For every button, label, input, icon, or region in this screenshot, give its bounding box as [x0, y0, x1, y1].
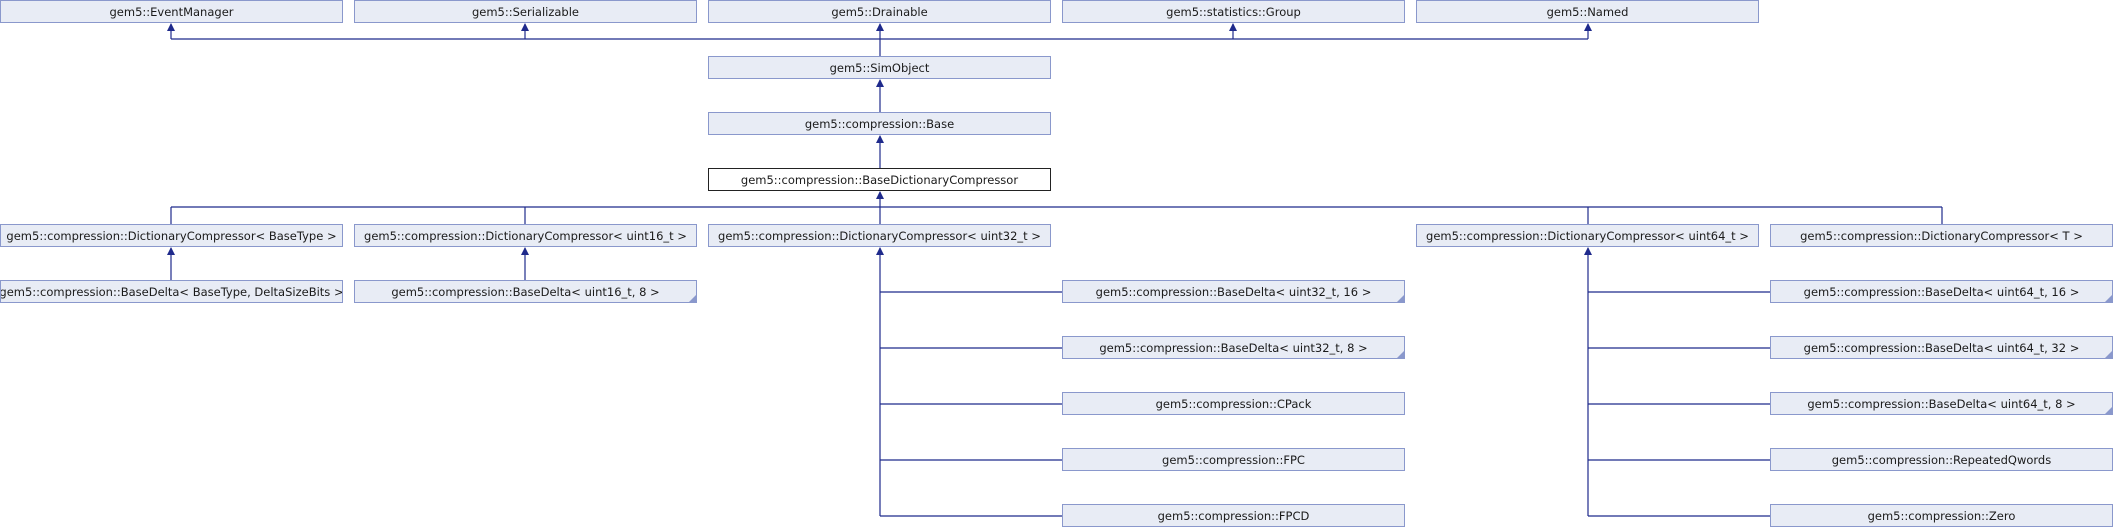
- named-node[interactable]: gem5::Named: [1416, 0, 1759, 23]
- base-dictionary-compressor-node: gem5::compression::BaseDictionaryCompres…: [708, 168, 1051, 191]
- dictionary-compressor-uint16-node[interactable]: gem5::compression::DictionaryCompressor<…: [354, 224, 697, 247]
- basedelta-uint32-8-node[interactable]: gem5::compression::BaseDelta< uint32_t, …: [1062, 336, 1405, 359]
- zero-node[interactable]: gem5::compression::Zero: [1770, 504, 2113, 527]
- basedelta-uint32-16-node[interactable]: gem5::compression::BaseDelta< uint32_t, …: [1062, 280, 1405, 303]
- repeated-qwords-node[interactable]: gem5::compression::RepeatedQwords: [1770, 448, 2113, 471]
- basedelta-uint64-32-node[interactable]: gem5::compression::BaseDelta< uint64_t, …: [1770, 336, 2113, 359]
- basedelta-basetype-node[interactable]: gem5::compression::BaseDelta< BaseType, …: [0, 280, 343, 303]
- fpcd-node[interactable]: gem5::compression::FPCD: [1062, 504, 1405, 527]
- event-manager-node[interactable]: gem5::EventManager: [0, 0, 343, 23]
- dictionary-compressor-t-node[interactable]: gem5::compression::DictionaryCompressor<…: [1770, 224, 2113, 247]
- cpack-node[interactable]: gem5::compression::CPack: [1062, 392, 1405, 415]
- basedelta-uint64-8-node[interactable]: gem5::compression::BaseDelta< uint64_t, …: [1770, 392, 2113, 415]
- drainable-node[interactable]: gem5::Drainable: [708, 0, 1051, 23]
- serializable-node[interactable]: gem5::Serializable: [354, 0, 697, 23]
- compression-base-node[interactable]: gem5::compression::Base: [708, 112, 1051, 135]
- sim-object-node[interactable]: gem5::SimObject: [708, 56, 1051, 79]
- dictionary-compressor-basetype-node[interactable]: gem5::compression::DictionaryCompressor<…: [0, 224, 343, 247]
- dictionary-compressor-uint64-node[interactable]: gem5::compression::DictionaryCompressor<…: [1416, 224, 1759, 247]
- statistics-group-node[interactable]: gem5::statistics::Group: [1062, 0, 1405, 23]
- dictionary-compressor-uint32-node[interactable]: gem5::compression::DictionaryCompressor<…: [708, 224, 1051, 247]
- fpc-node[interactable]: gem5::compression::FPC: [1062, 448, 1405, 471]
- basedelta-uint16-8-node[interactable]: gem5::compression::BaseDelta< uint16_t, …: [354, 280, 697, 303]
- basedelta-uint64-16-node[interactable]: gem5::compression::BaseDelta< uint64_t, …: [1770, 280, 2113, 303]
